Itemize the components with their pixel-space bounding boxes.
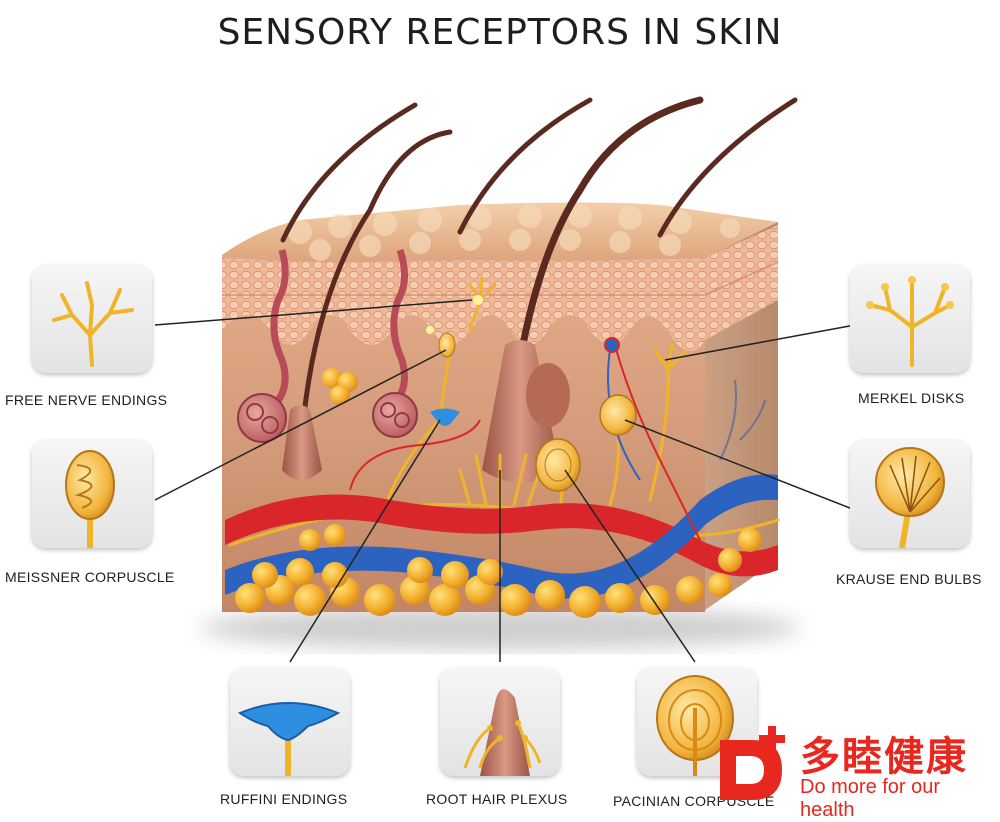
receptor-pacinian-small — [535, 438, 581, 492]
brand-logo-cn: 多睦健康 — [800, 734, 968, 780]
card-ruffini-endings — [230, 668, 350, 776]
receptor-ruffini-small — [430, 408, 460, 426]
label-free-nerve-endings: FREE NERVE ENDINGS — [5, 392, 168, 408]
card-free-nerve-endings — [32, 265, 152, 373]
hair-shafts — [280, 96, 798, 463]
epidermis-layer — [222, 225, 778, 352]
receptor-meissner-small — [438, 332, 456, 358]
page-title: SENSORY RECEPTORS IN SKIN — [217, 12, 783, 53]
card-root-hair-plexus — [440, 668, 560, 776]
artery — [225, 494, 778, 577]
sebaceous-gland-left — [322, 368, 358, 405]
receptor-krause-small — [599, 394, 637, 436]
pacinian-corpuscle-icon — [656, 675, 734, 776]
fat-lobules — [235, 524, 762, 618]
brand-logo-icon — [720, 726, 785, 800]
card-merkel-disks — [850, 265, 970, 373]
stratum-line — [222, 261, 779, 296]
free-nerve-glow — [426, 295, 483, 334]
label-ruffini-endings: RUFFINI ENDINGS — [220, 791, 348, 807]
card-meissner-corpuscle — [32, 440, 152, 548]
label-meissner-corpuscle: MEISSNER CORPUSCLE — [5, 569, 175, 585]
root-hair-plexus-icon — [463, 689, 542, 776]
merkel-disks-icon — [868, 278, 952, 367]
skin-surface-bumps — [288, 204, 740, 261]
card-krause-end-bulbs — [850, 440, 970, 548]
free-nerve-endings-icon — [52, 281, 134, 367]
ruffini-endings-icon — [237, 702, 341, 776]
vein — [225, 474, 778, 599]
meissner-corpuscle-icon — [65, 450, 115, 548]
label-root-hair-plexus: ROOT HAIR PLEXUS — [426, 791, 568, 807]
brand-logo-en: Do more for our health — [800, 776, 941, 821]
label-krause-end-bulbs: KRAUSE END BULBS — [836, 571, 982, 587]
hair-follicle-left — [282, 405, 322, 480]
receptor-merkel-small — [604, 337, 620, 353]
krause-end-bulbs-icon — [875, 447, 945, 548]
sebaceous-gland — [526, 363, 570, 427]
label-merkel-disks: MERKEL DISKS — [858, 390, 965, 406]
leader-lines — [154, 299, 856, 663]
brand-logo — [720, 726, 785, 800]
sweat-glands — [237, 248, 418, 443]
